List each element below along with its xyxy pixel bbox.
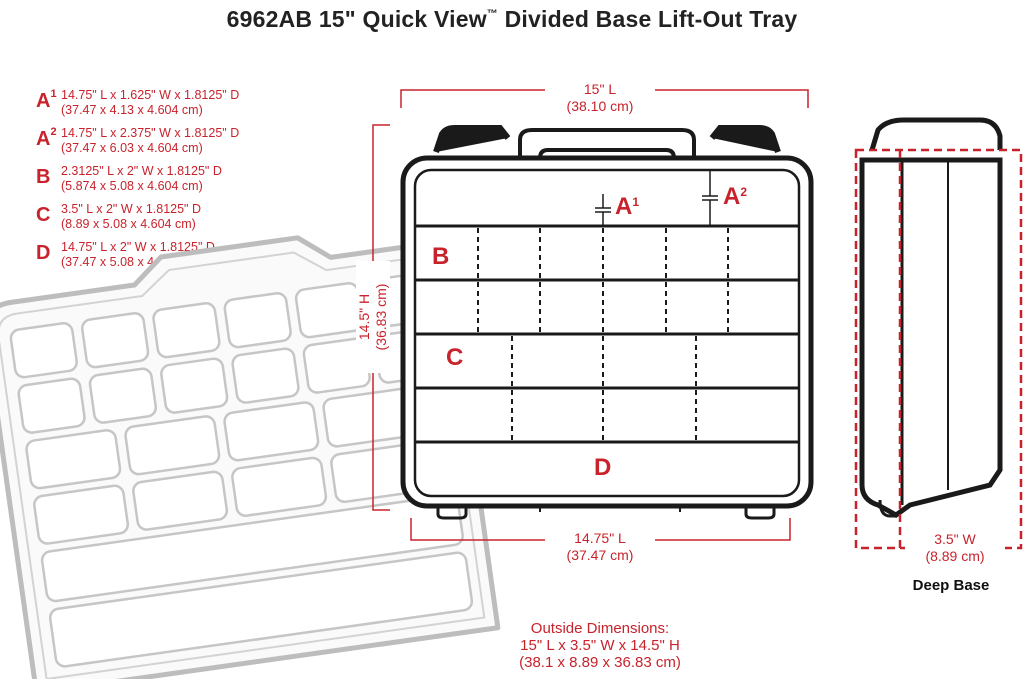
tray-compartment xyxy=(132,470,229,531)
label-a1: A1 xyxy=(615,193,640,220)
spec-dimensions-in: 14.75" L x 2" W x 1.8125" D xyxy=(61,240,215,254)
spec-dimensions-cm: (8.89 x 5.08 x 4.604 cm) xyxy=(61,217,196,231)
tray-compartment xyxy=(33,484,130,545)
tray-compartment xyxy=(294,281,364,339)
top-length-label: 15" L(38.10 cm) xyxy=(545,81,655,115)
label-d: D xyxy=(594,454,612,481)
tray-compartment xyxy=(160,357,229,414)
bottom-length-label: 14.75" L(37.47 cm) xyxy=(545,530,655,564)
tray-compartment xyxy=(231,347,300,404)
tray-compartment xyxy=(9,322,78,379)
spec-letter: A1 xyxy=(36,88,57,112)
spec-dimensions-in: 2.3125" L x 2" W x 1.8125" D xyxy=(61,164,222,178)
tray-compartment xyxy=(48,551,474,668)
label-c: C xyxy=(446,344,464,371)
tray-compartment xyxy=(25,429,122,490)
spec-dimensions-cm: (5.874 x 5.08 x 4.604 cm) xyxy=(61,179,203,193)
spec-dimensions-in: 14.75" L x 1.625" W x 1.8125" D xyxy=(61,88,240,102)
a-markers xyxy=(595,170,718,226)
spec-dimensions-in: 14.75" L x 2.375" W x 1.8125" D xyxy=(61,126,240,140)
spec-dimensions-cm: (37.47 x 6.03 x 4.604 cm) xyxy=(61,141,203,155)
tray-compartment xyxy=(231,456,328,517)
spec-letter: A2 xyxy=(36,126,57,150)
spec-letter: C xyxy=(36,204,51,226)
spec-dimensions-cm: (37.47 x 4.13 x 4.604 cm) xyxy=(61,103,203,117)
side-dashed-frame xyxy=(854,148,1023,550)
height-label: 14.5" H(36.83 cm) xyxy=(356,261,390,373)
tray-compartment xyxy=(223,292,292,349)
tray-compartment xyxy=(124,415,221,476)
page-title: 6962AB 15" Quick View™ Divided Base Lift… xyxy=(226,6,798,32)
label-a2: A2 xyxy=(723,183,748,210)
width-label: 3.5" W(8.89 cm) xyxy=(905,531,1005,565)
tray-compartment xyxy=(88,367,158,424)
deep-base-label: Deep Base xyxy=(912,577,990,594)
case-side-view xyxy=(859,117,1003,518)
tray-compartment xyxy=(152,302,221,359)
tray-compartment xyxy=(80,312,150,369)
spec-letter: B xyxy=(36,166,51,188)
tray-compartment xyxy=(223,401,320,462)
spec-letter: D xyxy=(36,242,51,264)
outside-dimensions: Outside Dimensions: 15" L x 3.5" W x 14.… xyxy=(519,620,681,671)
case-front-view xyxy=(400,125,814,520)
tray-compartment xyxy=(17,377,86,434)
spec-dimensions-in: 3.5" L x 2" W x 1.8125" D xyxy=(61,202,201,216)
label-b: B xyxy=(432,243,450,270)
